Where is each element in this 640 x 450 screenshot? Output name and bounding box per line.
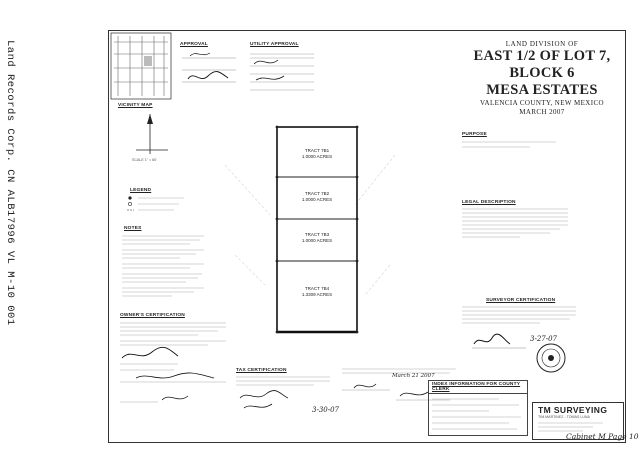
tract-7b4: TRACT 7B4 1.3309 ACRES	[277, 286, 357, 297]
approval-signatures	[182, 52, 236, 83]
title-line4: VALENCIA COUNTY, NEW MEXICO	[480, 99, 604, 107]
scale-text: SCALE 1" = 60'	[132, 158, 157, 162]
surveyor-signature	[472, 333, 526, 349]
surveyor-cert-label: SURVEYOR CERTIFICATION	[486, 298, 556, 303]
utility-approval-block	[250, 53, 314, 91]
tract-7b3-area: 1.0000 ACRES	[301, 237, 333, 243]
firm-name: TM SURVEYING	[538, 405, 608, 415]
record-stamp: Land Records Corp. CN ALB17996 VL M-10 0…	[4, 40, 26, 326]
surveyor-seal-icon	[536, 343, 566, 373]
title-line1: LAND DIVISION OF	[505, 40, 579, 48]
legend-label: LEGEND	[130, 188, 152, 193]
index-info-rows	[432, 398, 521, 430]
tract-7b1-name: TRACT 7B1	[304, 148, 330, 153]
firm-details	[538, 422, 603, 431]
title-line5: MARCH 2007	[519, 108, 565, 116]
title-line2: EAST 1/2 OF LOT 7, BLOCK 6	[473, 48, 611, 81]
tract-7b1: TRACT 7B1 1.0000 ACRES	[277, 148, 357, 159]
index-info-box: INDEX INFORMATION FOR COUNTY CLERK	[428, 380, 528, 436]
tract-7b2-area: 1.0000 ACRES	[301, 196, 333, 202]
plat-sheet	[108, 30, 626, 443]
filing-block	[342, 368, 456, 401]
tax-cert-date: 3-30-07	[312, 406, 339, 414]
recorded-date: March 21 2007	[392, 373, 435, 379]
utility-approval-label: UTILITY APPROVAL	[250, 42, 299, 47]
tract-7b2: TRACT 7B2 1.0000 ACRES	[277, 191, 357, 202]
title-line3: MESA ESTATES	[486, 82, 598, 98]
surveyor-cert-text	[462, 306, 576, 324]
purpose-label: PURPOSE	[462, 132, 487, 137]
vicinity-map-drawing	[110, 32, 172, 100]
cabinet-reference: Cabinet M Page 10	[566, 432, 639, 441]
title-block: LAND DIVISION OF EAST 1/2 OF LOT 7, BLOC…	[462, 40, 622, 117]
owner-cert-label: OWNER'S CERTIFICATION	[120, 313, 185, 318]
tax-cert-label: TAX CERTIFICATION	[236, 368, 287, 373]
north-arrow-icon	[136, 114, 168, 154]
notes-label: NOTES	[124, 226, 142, 231]
purpose-text	[462, 141, 556, 148]
tract-7b3: TRACT 7B3 1.0000 ACRES	[277, 232, 357, 243]
tract-7b3-name: TRACT 7B3	[304, 232, 330, 237]
firm-box: TM SURVEYING TIM MARTINEZ - TOMAS LUNA	[532, 402, 624, 440]
tract-7b1-area: 1.0000 ACRES	[301, 153, 333, 159]
legal-description-label: LEGAL DESCRIPTION	[462, 200, 516, 205]
firm-sub: TIM MARTINEZ - TOMAS LUNA	[538, 415, 590, 419]
legend-items	[127, 196, 184, 211]
survey-date: 3-27-07	[530, 335, 557, 343]
notes-text-block	[122, 235, 204, 297]
record-stamp-text: Land Records Corp. CN ALB17996 VL M-10 0…	[4, 40, 16, 326]
tract-7b2-name: TRACT 7B2	[304, 191, 330, 196]
tract-7b4-name: TRACT 7B4	[304, 286, 330, 291]
owner-cert-block	[120, 322, 226, 403]
approval-label: APPROVAL	[180, 42, 208, 47]
vicinity-map-label: VICINITY MAP	[118, 103, 153, 108]
legal-description-text	[462, 208, 568, 238]
tax-cert-block	[236, 376, 330, 409]
index-info-label: INDEX INFORMATION FOR COUNTY CLERK	[429, 381, 527, 394]
plat-drawing	[225, 125, 396, 334]
tract-7b4-area: 1.3309 ACRES	[301, 291, 333, 297]
